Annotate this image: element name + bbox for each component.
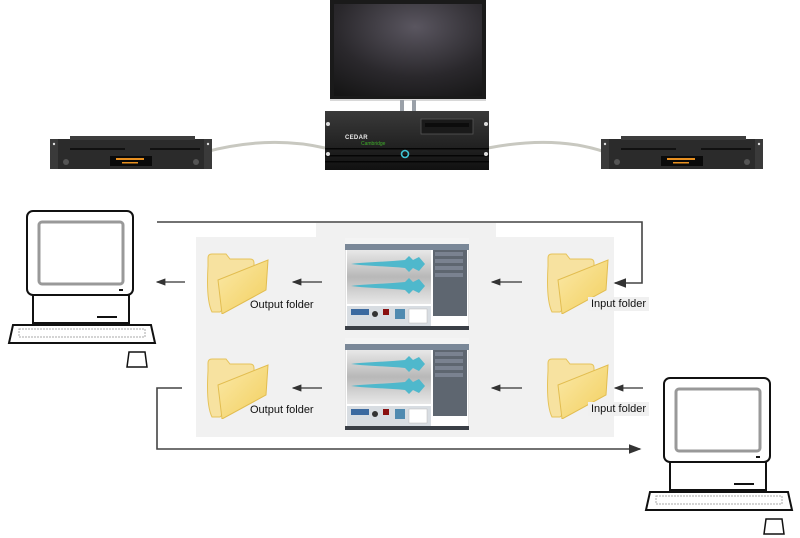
client-workstation-right <box>644 376 794 536</box>
cd-recorder-right <box>601 136 763 170</box>
loop-bottom <box>156 387 642 454</box>
cambridge-app-window-1 <box>345 238 469 330</box>
input-folder-1-label: Input folder <box>588 297 650 311</box>
client-workstation-left <box>7 209 157 369</box>
loop-top <box>157 221 643 288</box>
cable-right <box>487 140 606 154</box>
cedar-cambridge-server: CEDAR Cambridge <box>325 111 489 170</box>
output-folder-2-label: Output folder <box>250 404 314 416</box>
brand-sub: Cambridge <box>361 141 386 147</box>
input-folder-2-label: Input folder <box>588 402 650 416</box>
processing-panel-top <box>316 223 496 239</box>
brand-name: CEDAR <box>345 135 368 141</box>
output-folder-1-label: Output folder <box>250 299 314 311</box>
display-monitor <box>330 0 486 112</box>
cd-recorder-left <box>50 136 212 170</box>
cable-left <box>204 140 326 154</box>
cambridge-app-window-2 <box>345 338 469 430</box>
